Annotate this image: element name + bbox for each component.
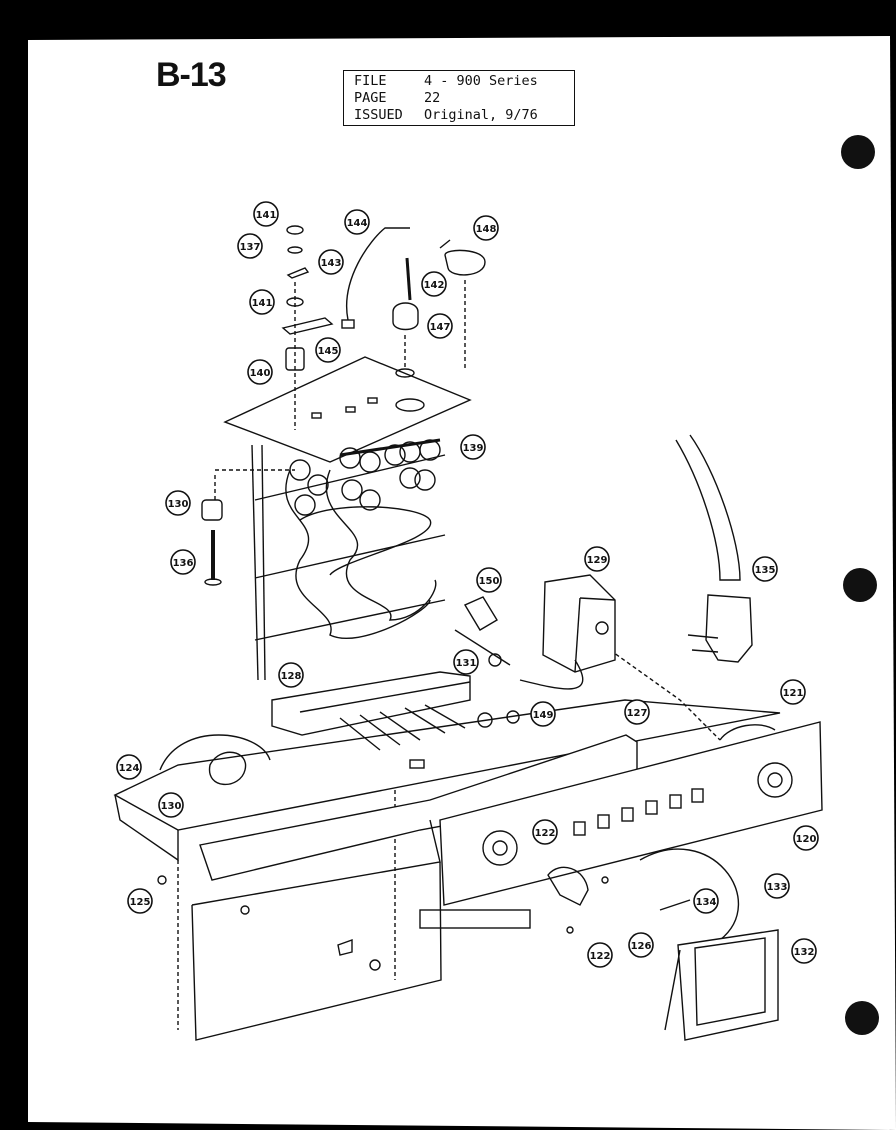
callout-126: 126 — [628, 932, 654, 958]
callout-137: 137 — [237, 233, 263, 259]
callout-number: 120 — [796, 834, 817, 845]
callout-129: 129 — [584, 546, 610, 572]
callout-number: 132 — [794, 947, 815, 958]
callout-number: 130 — [161, 801, 182, 812]
callout-number: 131 — [456, 658, 477, 669]
info-key: PAGE — [354, 90, 387, 106]
callout-number: 150 — [479, 576, 500, 587]
callout-number: 130 — [168, 499, 189, 510]
callout-141b: 141 — [249, 289, 275, 315]
callout-121: 121 — [780, 679, 806, 705]
info-value: 4 - 900 Series — [424, 73, 538, 89]
callout-number: 144 — [347, 218, 368, 229]
callout-131: 131 — [453, 649, 479, 675]
callout-143: 143 — [318, 249, 344, 275]
callout-number: 135 — [755, 565, 776, 576]
info-key: FILE — [354, 73, 387, 89]
info-row-file: FILE 4 - 900 Series — [354, 73, 564, 90]
callout-136: 136 — [170, 549, 196, 575]
callout-120: 120 — [793, 825, 819, 851]
callout-number: 127 — [627, 708, 648, 719]
part-callouts: 141 137 143 144 148 142 141 147 145 140 … — [116, 201, 819, 968]
callout-144: 144 — [344, 209, 370, 235]
callout-number: 122 — [535, 828, 556, 839]
callout-122b: 122 — [587, 942, 613, 968]
binder-hole — [843, 568, 877, 602]
callout-number: 140 — [250, 368, 271, 379]
callout-number: 147 — [430, 322, 451, 333]
callout-125: 125 — [127, 888, 153, 914]
callout-133: 133 — [764, 873, 790, 899]
callout-number: 139 — [463, 443, 484, 454]
info-row-issued: ISSUED Original, 9/76 — [354, 107, 564, 124]
drawing-lines — [113, 225, 823, 1041]
callout-number: 129 — [587, 555, 608, 566]
callout-number: 143 — [321, 258, 342, 269]
callout-number: 137 — [240, 242, 261, 253]
info-key: ISSUED — [354, 107, 403, 123]
callout-number: 145 — [318, 346, 339, 357]
callout-number: 133 — [767, 882, 788, 893]
callout-number: 125 — [130, 897, 151, 908]
page-title: B-13 — [156, 56, 227, 94]
callout-122: 122 — [532, 819, 558, 845]
callout-number: 122 — [590, 951, 611, 962]
callout-147: 147 — [427, 313, 453, 339]
callout-148: 148 — [473, 215, 499, 241]
callout-128: 128 — [278, 662, 304, 688]
callout-130: 130 — [165, 490, 191, 516]
callout-number: 141 — [256, 210, 277, 221]
callout-149: 149 — [530, 701, 556, 727]
callout-number: 126 — [631, 941, 652, 952]
info-value: 22 — [424, 90, 441, 106]
callout-number: 124 — [119, 763, 140, 774]
callout-127: 127 — [624, 699, 650, 725]
callout-145: 145 — [315, 337, 341, 363]
binder-hole — [845, 1001, 879, 1035]
callout-135: 135 — [752, 556, 778, 582]
callout-150: 150 — [476, 567, 502, 593]
callout-141: 141 — [253, 201, 279, 227]
callout-139: 139 — [460, 434, 486, 460]
callout-number: 141 — [252, 298, 273, 309]
file-info-box: FILE 4 - 900 Series PAGE 22 ISSUED Original… — [343, 70, 575, 126]
callout-number: 121 — [783, 688, 804, 699]
callout-130b: 130 — [158, 792, 184, 818]
callout-142: 142 — [421, 271, 447, 297]
callout-number: 148 — [476, 224, 497, 235]
binder-hole — [841, 135, 875, 169]
callout-140: 140 — [247, 359, 273, 385]
callout-132: 132 — [791, 938, 817, 964]
callout-number: 128 — [281, 671, 302, 682]
callout-number: 134 — [696, 897, 717, 908]
info-value: Original, 9/76 — [424, 107, 538, 123]
callout-number: 142 — [424, 280, 445, 291]
callout-number: 136 — [173, 558, 194, 569]
callout-134: 134 — [693, 888, 719, 914]
info-row-page: PAGE 22 — [354, 90, 564, 107]
callout-124: 124 — [116, 754, 142, 780]
callout-number: 149 — [533, 710, 554, 721]
